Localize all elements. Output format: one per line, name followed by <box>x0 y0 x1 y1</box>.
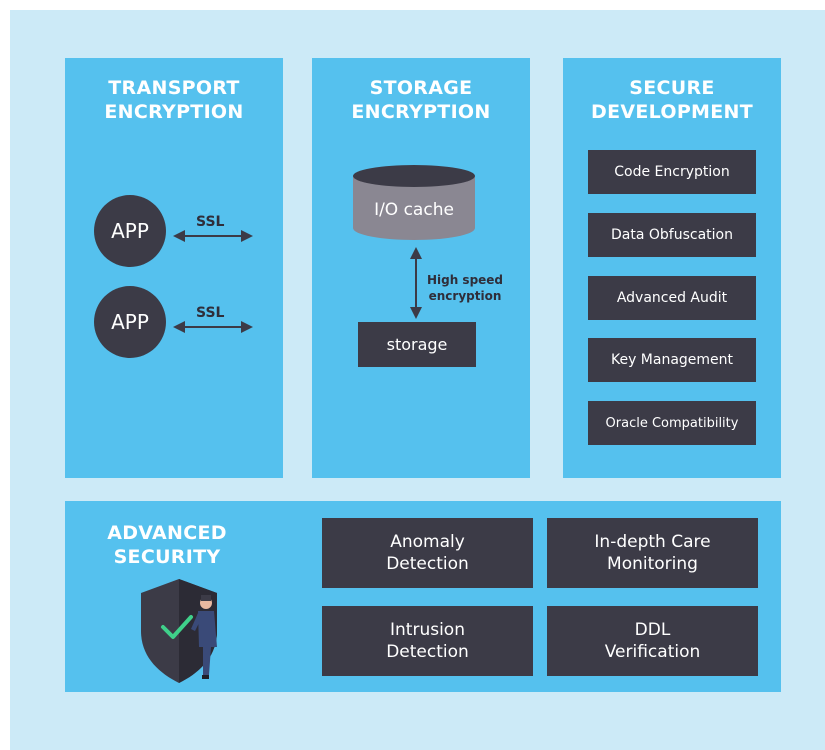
ssl-label-1: SSL <box>196 214 225 230</box>
secure-development-title: SECURE DEVELOPMENT <box>591 77 753 123</box>
intrusion-detection-box: Intrusion Detection <box>322 606 533 676</box>
ddl-verification-box: DDL Verification <box>547 606 758 676</box>
cylinder-icon <box>353 165 475 240</box>
data-obfuscation-box: Data Obfuscation <box>588 213 756 257</box>
double-arrow-icon <box>173 230 253 242</box>
advanced-audit-box: Advanced Audit <box>588 276 756 320</box>
transport-encryption-panel: TRANSPORT ENCRYPTION APP SSL APP SSL <box>65 58 283 478</box>
io-cache-label: I/O cache <box>374 200 454 220</box>
key-management-box: Key Management <box>588 338 756 382</box>
anomaly-detection-box: Anomaly Detection <box>322 518 533 588</box>
in-depth-care-monitoring-box: In-depth Care Monitoring <box>547 518 758 588</box>
storage-encryption-panel: STORAGE ENCRYPTION I/O cache High speed … <box>312 58 530 478</box>
transport-encryption-title: TRANSPORT ENCRYPTION <box>104 77 244 123</box>
shield-with-person-icon <box>141 579 217 683</box>
vertical-double-arrow-icon <box>410 247 422 319</box>
advanced-security-panel: ADVANCED SECURITY Anomaly Detection In-d… <box>65 501 781 692</box>
storage-encryption-title: STORAGE ENCRYPTION <box>351 77 491 123</box>
oracle-compatibility-box: Oracle Compatibility <box>588 401 756 445</box>
ssl-label-2: SSL <box>196 305 225 321</box>
app-circle-2: APP <box>94 286 166 358</box>
app-circle-1: APP <box>94 195 166 267</box>
double-arrow-icon <box>173 321 253 333</box>
code-encryption-box: Code Encryption <box>588 150 756 194</box>
high-speed-encryption-label: High speed encryption <box>426 273 504 303</box>
storage-box: storage <box>358 322 476 367</box>
advanced-security-title: ADVANCED SECURITY <box>107 522 227 568</box>
secure-development-panel: SECURE DEVELOPMENT Code Encryption Data … <box>563 58 781 478</box>
diagram-canvas: TRANSPORT ENCRYPTION APP SSL APP SSL STO… <box>10 10 825 750</box>
